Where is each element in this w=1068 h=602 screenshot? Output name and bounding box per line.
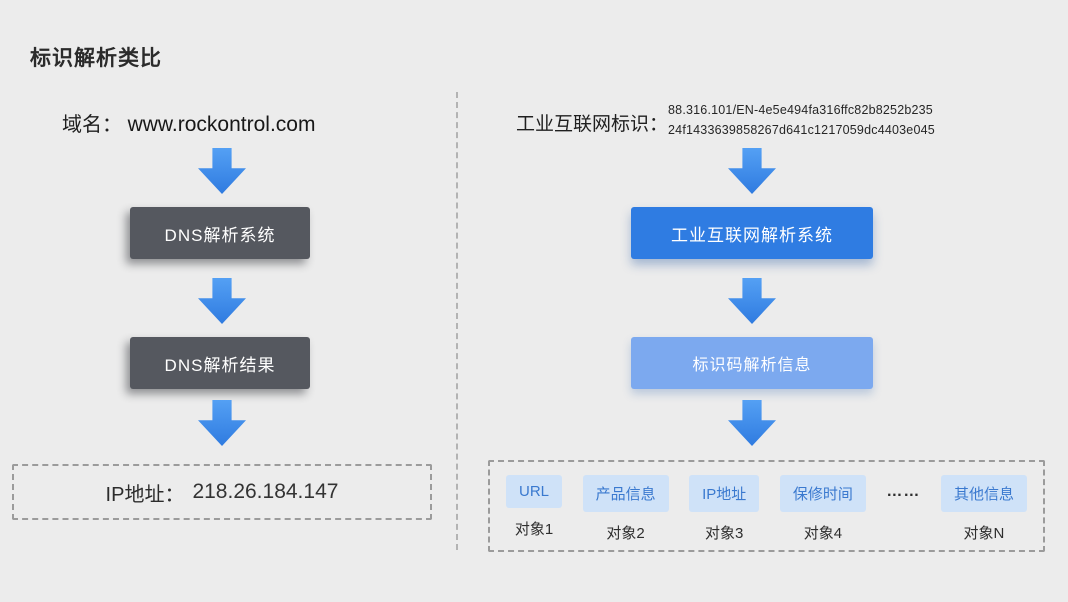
object-label: 对象N (963, 525, 1005, 542)
attribute-chip: 保修时间 (779, 475, 866, 512)
down-arrow-icon (198, 278, 246, 324)
dns-result-box: DNS解析结果 (130, 337, 310, 389)
down-arrow-icon (198, 400, 246, 446)
object-label: 对象3 (705, 525, 744, 542)
list-item-ellipsis: …… (886, 475, 920, 509)
list-item: IP地址 对象3 (689, 475, 760, 543)
domain-value: www.rockontrol.com (127, 113, 316, 136)
identifier-label: 工业互联网标识： (516, 114, 669, 135)
down-arrow-icon (728, 148, 776, 194)
attribute-chip: 其他信息 (940, 475, 1027, 512)
list-item: 其他信息 对象N (940, 475, 1027, 543)
object-label: 对象4 (803, 525, 843, 542)
domain-label: 域名： (62, 114, 122, 136)
industrial-system-box: 工业互联网解析系统 (631, 207, 873, 259)
object-label: 对象1 (514, 521, 554, 538)
down-arrow-icon (728, 400, 776, 446)
list-item: 保修时间 对象4 (779, 475, 866, 543)
identifier-code: 88.316.101/EN-4e5e494fa316ffc82b8252b235… (668, 100, 935, 140)
identifier-result-box: 标识码解析信息 (631, 337, 873, 389)
ellipsis-text: …… (886, 483, 921, 500)
ip-result-box: IP地址： 218.26.184.147 (12, 464, 432, 520)
down-arrow-icon (198, 148, 246, 194)
list-item: URL 对象1 (506, 475, 563, 539)
identifier-code-line1: 88.316.101/EN-4e5e494fa316ffc82b8252b235 (668, 103, 933, 117)
attribute-chip: URL (506, 475, 563, 508)
identifier-code-line2: 24f1433639858267d641c1217059dc4403e045 (668, 123, 935, 137)
ip-value: 218.26.184.147 (192, 480, 339, 503)
list-item: 产品信息 对象2 (582, 475, 669, 543)
object-list-box: URL 对象1 产品信息 对象2 IP地址 对象3 保修时间 对象4 …… 其他… (488, 460, 1045, 552)
page-title: 标识解析类比 (30, 47, 162, 70)
vertical-dashed-divider (456, 92, 458, 550)
attribute-chip: IP地址 (689, 475, 760, 512)
domain-input-line: 域名： www.rockontrol.com (62, 108, 402, 137)
attribute-chip: 产品信息 (582, 475, 669, 512)
down-arrow-icon (728, 278, 776, 324)
ip-label: IP地址： (105, 483, 185, 506)
dns-system-box: DNS解析系统 (130, 207, 310, 259)
object-label: 对象2 (606, 525, 645, 542)
identifier-input-line: 工业互联网标识： 88.316.101/EN-4e5e494fa316ffc82… (516, 100, 935, 140)
